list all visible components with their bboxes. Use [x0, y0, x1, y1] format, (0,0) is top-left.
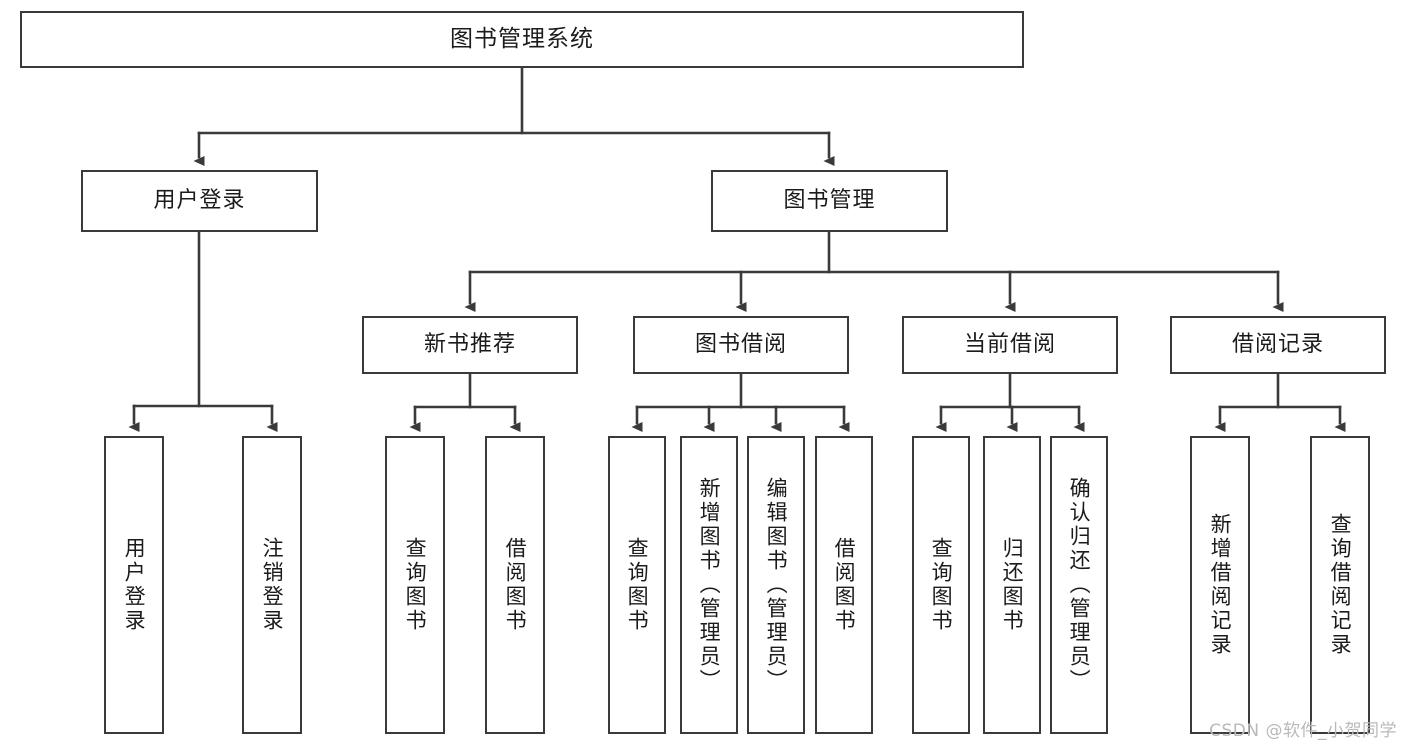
node-leaf-borrow-book-2[interactable]: 借阅图书	[815, 436, 873, 734]
node-leaf-edit-book[interactable]: 编辑图书（管理员）	[747, 436, 805, 734]
node-leaf-query-book-2[interactable]: 查询图书	[608, 436, 666, 734]
node-user-login[interactable]: 用户登录	[81, 170, 318, 232]
node-leaf-query-book-1[interactable]: 查询图书	[385, 436, 445, 734]
node-book-manage[interactable]: 图书管理	[711, 170, 948, 232]
node-leaf-user-login[interactable]: 用户登录	[104, 436, 164, 734]
node-leaf-confirm-return[interactable]: 确认归还（管理员）	[1050, 436, 1108, 734]
node-new-book-rec[interactable]: 新书推荐	[362, 316, 578, 374]
node-current-borrow[interactable]: 当前借阅	[902, 316, 1118, 374]
node-leaf-return-book[interactable]: 归还图书	[983, 436, 1041, 734]
node-leaf-add-record[interactable]: 新增借阅记录	[1190, 436, 1250, 734]
node-leaf-add-book[interactable]: 新增图书（管理员）	[680, 436, 738, 734]
node-book-borrow[interactable]: 图书借阅	[633, 316, 849, 374]
node-root-system[interactable]: 图书管理系统	[20, 11, 1024, 68]
node-leaf-query-book-3[interactable]: 查询图书	[912, 436, 970, 734]
node-leaf-borrow-book-1[interactable]: 借阅图书	[485, 436, 545, 734]
node-leaf-logout[interactable]: 注销登录	[242, 436, 302, 734]
node-borrow-record[interactable]: 借阅记录	[1170, 316, 1386, 374]
node-leaf-query-record[interactable]: 查询借阅记录	[1310, 436, 1370, 734]
